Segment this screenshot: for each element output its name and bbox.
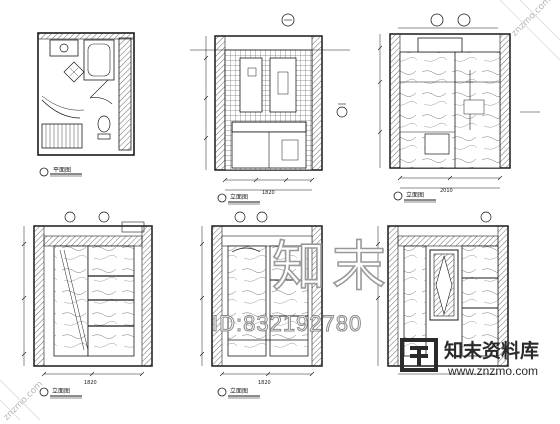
elevation-3-panel — [21, 211, 153, 399]
elevation-3-width: 1820 — [84, 380, 97, 386]
elevation-1-caption: 立面图 — [230, 193, 248, 201]
elevation-2-panel — [377, 13, 540, 203]
elevation-4-width: 1820 — [258, 380, 271, 386]
logo-url: www.znzmo.com — [448, 364, 539, 378]
elevation-4-caption: 立面图 — [230, 387, 248, 395]
plan-caption: 平面图 — [53, 167, 71, 174]
brand-logo: 知末资料库 www.znzmo.com — [400, 334, 552, 386]
elevation-5-panel — [375, 211, 509, 375]
elevation-3-caption: 立面图 — [52, 387, 70, 395]
elevation-2-width: 2010 — [440, 188, 453, 194]
logo-name: 知末资料库 — [444, 340, 540, 362]
watermark-id: ID:832192780 — [211, 311, 363, 337]
elevation-2-caption: 立面图 — [406, 191, 424, 199]
elevation-4-panel — [199, 211, 323, 399]
plan-panel — [37, 32, 135, 177]
watermark-big: 知末 — [271, 234, 392, 299]
elevation-1-panel — [190, 13, 350, 205]
elevation-1-width: 1820 — [262, 190, 275, 196]
logo-mark-icon — [400, 338, 438, 372]
